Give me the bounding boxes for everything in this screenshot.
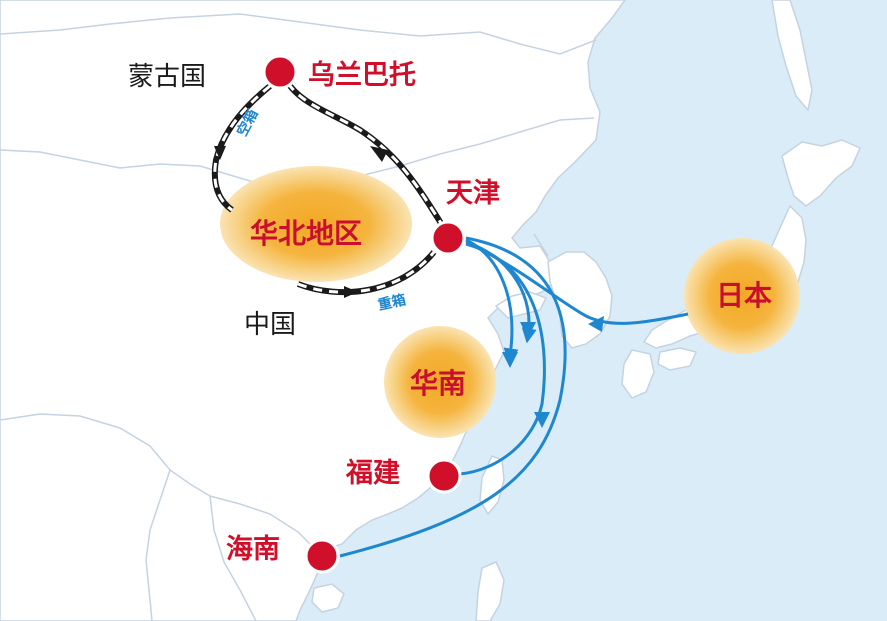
tianjin-label: 天津 bbox=[446, 178, 500, 209]
route-tianjin-hainan bbox=[339, 236, 567, 558]
route-arrowhead-lane-2 bbox=[520, 322, 536, 338]
fujian-marker bbox=[426, 458, 462, 494]
japan-label: 日本 bbox=[716, 279, 773, 312]
route-arrowhead-lane-1 bbox=[502, 352, 518, 368]
hokkaido-island bbox=[781, 139, 861, 207]
route-japan-tianjin bbox=[469, 242, 689, 325]
south-china-region-halo bbox=[384, 326, 496, 438]
kyushu-island bbox=[621, 349, 655, 399]
china-label: 中国 bbox=[244, 310, 297, 340]
rail-arrow-south bbox=[214, 146, 226, 160]
route-arrowhead-lane-3 bbox=[534, 412, 550, 428]
luzon-island bbox=[475, 561, 505, 621]
sakhalin-island bbox=[771, 0, 813, 112]
north-china-label: 华北地区 bbox=[250, 217, 363, 250]
shipping-routes bbox=[339, 236, 689, 558]
tianjin-marker bbox=[430, 220, 466, 256]
ulaanbaatar-label: 乌兰巴托 bbox=[308, 60, 416, 91]
empty-container-rail-route bbox=[211, 78, 447, 230]
hainan-island bbox=[311, 583, 345, 613]
city-markers bbox=[262, 54, 466, 574]
hainan-label: 海南 bbox=[226, 534, 280, 565]
rail-arrow-east bbox=[344, 286, 358, 298]
rail-arrow-northwest bbox=[370, 146, 388, 162]
route-arrowheads bbox=[502, 316, 604, 428]
south-china-label: 华南 bbox=[410, 367, 467, 400]
route-arrowhead-japan bbox=[588, 316, 604, 332]
hainan-marker bbox=[304, 538, 340, 574]
japan-region-halo bbox=[684, 238, 800, 354]
rail-direction-arrows bbox=[214, 146, 388, 298]
shikoku-island bbox=[657, 347, 698, 371]
fujian-label: 福建 bbox=[346, 458, 400, 489]
route-tianjin-fujian bbox=[459, 242, 546, 476]
ulaanbaatar-marker bbox=[262, 54, 298, 90]
north-china-region-halo bbox=[220, 166, 412, 282]
mongolia-label: 蒙古国 bbox=[128, 62, 207, 92]
heavy-container-rail-route bbox=[296, 250, 437, 296]
